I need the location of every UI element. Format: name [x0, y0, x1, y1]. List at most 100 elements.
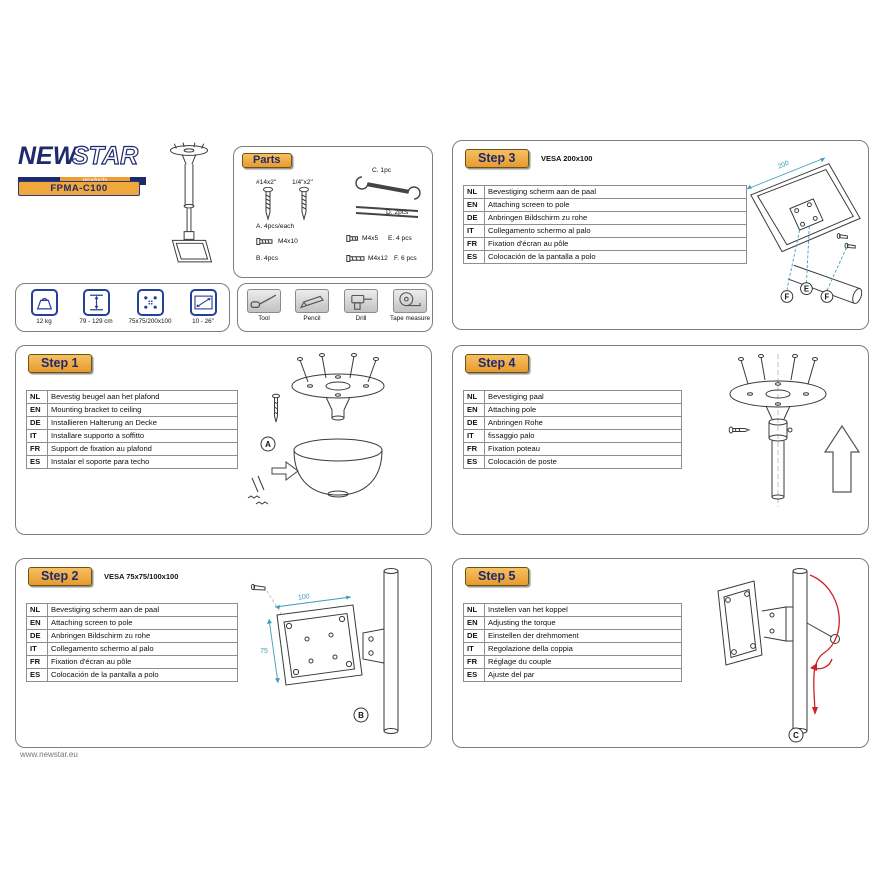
lang-text-cell: Ajuste del par [484, 668, 682, 682]
logo-text-new: NEW [18, 143, 79, 170]
lang-code-cell: NL [463, 390, 485, 404]
tools-panel: Tool Pencil Drill [237, 283, 433, 332]
step4-title-badge: Step 4 [465, 354, 529, 373]
part-label-screw2: 1/4"x2" [292, 179, 313, 186]
lang-text-cell: Colocación de la pantalla a polo [484, 250, 747, 264]
wood-screw-icon [263, 187, 273, 221]
step2-vesa-label: VESA 75x75/100x100 [104, 572, 179, 581]
lang-text-cell: Regolazione della coppia [484, 642, 682, 656]
height-adjust-icon [82, 289, 110, 316]
lang-text-cell: Instellen van het koppel [484, 603, 682, 617]
lang-code-cell: ES [26, 455, 48, 469]
lang-text-cell: Bevestiging scherm aan de paal [484, 185, 747, 199]
part-label-a: A. 4pcs/each [256, 223, 295, 230]
tool-item-pencil: Pencil [288, 289, 336, 322]
lang-code-cell: DE [463, 211, 485, 225]
spec-label: 79 - 129 cm [79, 318, 113, 325]
lang-code-cell: IT [463, 429, 485, 443]
spec-screen-size: 10 - 26" [179, 289, 227, 325]
callout-e: E [800, 282, 813, 295]
lang-code-cell: EN [463, 403, 485, 417]
spec-height-range: 79 - 129 cm [72, 289, 120, 325]
drill-icon [344, 289, 378, 313]
lang-text-cell: Collegamento schermo al palo [47, 642, 238, 656]
tape-measure-icon [393, 289, 427, 313]
lang-text-cell: Support de fixation au plafond [47, 442, 238, 456]
tool-item-screwdriver: Tool [240, 289, 288, 322]
step1-title-badge: Step 1 [28, 354, 92, 373]
lang-text-cell: Anbringen Bildschirm zu rohe [484, 211, 747, 225]
website-url: www.newstar.eu [20, 750, 78, 759]
lang-code-cell: DE [463, 629, 485, 643]
rods-icon [355, 206, 419, 218]
part-label-m4x10: M4x10 [278, 238, 298, 245]
lang-code-cell: IT [26, 429, 48, 443]
svg-text:A: A [265, 440, 271, 449]
lang-text-cell: Colocación de poste [484, 455, 682, 469]
lang-code-cell: NL [463, 603, 485, 617]
part-label-screw1: #14x2" [256, 179, 277, 186]
logo-text-star: STAR [72, 143, 138, 170]
step4-diagram [728, 354, 861, 507]
weight-icon [30, 289, 58, 316]
lang-text-cell: Fixation poteau [484, 442, 682, 456]
lang-text-cell: Bevestig beugel aan het plafond [47, 390, 238, 404]
callout-f: F [820, 290, 834, 303]
specs-panel: 12 kg 79 - 129 cm 75 [15, 283, 230, 332]
lang-text-cell: Anbringen Bildschirm zu rohe [47, 629, 238, 643]
lang-text-cell: Adjusting the torque [484, 616, 682, 630]
lang-text-cell: Installare supporto a soffitto [47, 429, 238, 443]
svg-text:B: B [358, 711, 364, 720]
lang-text-cell: Attaching screen to pole [484, 198, 747, 212]
step3-diagram: 200 F E F [746, 157, 863, 304]
part-label-m4x12: M4x12 [368, 255, 388, 262]
lang-code-cell: FR [26, 655, 48, 669]
lang-text-cell: Colocación de la pantalla a polo [47, 668, 238, 682]
spec-label: 75x75/200x100 [128, 318, 172, 325]
lang-code-cell: IT [463, 224, 485, 238]
lang-text-cell: Réglage du couple [484, 655, 682, 669]
part-label-e: E. 4 pcs [388, 235, 412, 242]
svg-text:C: C [793, 731, 799, 740]
lang-text-cell: Attaching pole [484, 403, 682, 417]
callout-a: A [260, 436, 276, 452]
spec-max-weight: 12 kg [20, 289, 68, 325]
lang-code-cell: DE [26, 416, 48, 430]
newstar-logo: NEW STAR [18, 141, 139, 170]
bolt-icon [346, 255, 365, 262]
dimension-100-label: 100 [298, 593, 311, 601]
part-label-b: B. 4pcs [256, 255, 278, 262]
lang-text-cell: Collegamento schermo al palo [484, 224, 747, 238]
callout-f: F [780, 290, 794, 303]
lang-code-cell: FR [463, 655, 485, 669]
lang-text-cell: fissaggio palo [484, 429, 682, 443]
part-label-c: C. 1pc [372, 167, 392, 174]
lang-code-cell: EN [26, 403, 48, 417]
lang-code-cell: ES [463, 668, 485, 682]
bolt-icon [346, 235, 358, 242]
wrench-icon [355, 176, 421, 200]
